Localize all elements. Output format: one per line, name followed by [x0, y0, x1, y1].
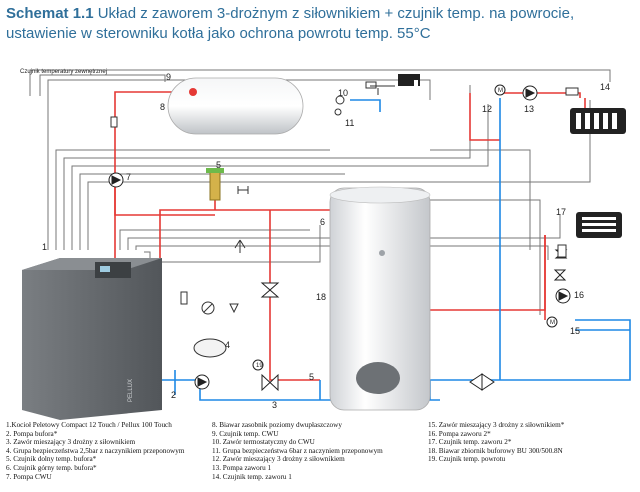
legend-item: 8. Biawar zasobnik poziomy dwupłaszczowy	[212, 421, 342, 429]
legend-item: 9. Czujnik temp. CWU	[212, 429, 279, 438]
legend-item: 13. Pompa zaworu 1	[212, 463, 272, 472]
legend-item: 3. Zawór mieszający 3 drożny z siłowniki…	[6, 438, 136, 447]
dhw-tank	[167, 77, 304, 135]
buffer-tank	[329, 186, 431, 411]
legend-col-3: 15. Zawór mieszający 3 drożny z siłownik…	[428, 421, 564, 464]
radiator-lower	[576, 212, 622, 238]
label-5b: 5	[309, 372, 314, 382]
label-1: 1	[42, 242, 47, 252]
label-11: 11	[345, 118, 354, 128]
radiator-upper	[570, 108, 626, 134]
legend-col-1: 1.Kocioł Peletowy Compact 12 Touch / Pel…	[6, 421, 184, 481]
legend-item: 6. Czujnik górny temp. bufora*	[6, 463, 97, 472]
legend-item: 18. Biawar zbiornik buforowy BU 300/500.…	[428, 446, 563, 455]
motor-label: M	[550, 320, 555, 326]
legend-item: 17. Czujnik temp. zaworu 2*	[428, 438, 512, 447]
outdoor-sensor-label: Czujnik temperatury zewnętrznej	[20, 69, 107, 75]
label-9: 9	[166, 72, 171, 82]
legend-col-2: 8. Biawar zasobnik poziomy dwupłaszczowy…	[212, 421, 383, 481]
legend-item: 16. Pompa zaworu 2*	[428, 429, 491, 438]
label-10: 10	[338, 88, 348, 98]
label-15: 15	[570, 326, 580, 336]
title-rest: Układ z zaworem 3-drożnym z siłownikiem …	[6, 5, 575, 42]
legend-item: 4. Grupa bezpieczeństwa 2,5bar z naczyni…	[6, 446, 185, 455]
label-18: 18	[316, 292, 326, 302]
motor-label: M	[498, 88, 503, 94]
legend-item: 11. Grupa bezpieczeństwa 6bar z naczynie…	[212, 446, 383, 455]
motor-label: 19	[256, 363, 263, 369]
label-17: 17	[556, 207, 566, 217]
legend-item: 12. Zawór mieszający 3 drożny z siłownik…	[212, 455, 345, 464]
boiler-brand: PELLUX	[128, 379, 134, 402]
hydraulic-diagram: PELLUX 19 M M	[20, 69, 631, 420]
legend-item: 2. Pompa bufora*	[6, 429, 58, 438]
label-13: 13	[524, 104, 534, 114]
pump-icon	[108, 85, 571, 390]
page-title: Schemat 1.1 Układ z zaworem 3-drożnym z …	[6, 4, 634, 44]
legend-item: 7. Pompa CWU	[6, 472, 52, 481]
motor-icon	[252, 84, 558, 371]
legend-item: 15. Zawór mieszający 3 drożny z siłownik…	[428, 421, 565, 429]
sensor-icon	[110, 87, 579, 305]
label-5: 5	[216, 160, 221, 170]
boiler: PELLUX	[22, 258, 162, 420]
legend-item: 10. Zawór termostatyczny do CWU	[212, 438, 315, 447]
legend-item: 14. Czujnik temp. zaworu 1	[212, 472, 292, 481]
label-6: 6	[320, 217, 325, 227]
label-7: 7	[126, 172, 131, 182]
legend-item: 1.Kocioł Peletowy Compact 12 Touch / Pel…	[6, 421, 172, 429]
drain-icon	[234, 239, 246, 253]
label-4: 4	[225, 340, 230, 350]
thermostatic-valve	[206, 168, 249, 201]
expansion-vessel	[193, 301, 239, 358]
legend-item: 5. Czujnik dolny temp. bufora*	[6, 455, 97, 464]
label-3: 3	[272, 400, 277, 410]
title-bold: Schemat 1.1	[6, 5, 94, 22]
legend-item: 19. Czujnik temp. powrotu	[428, 455, 506, 464]
label-14: 14	[600, 82, 610, 92]
label-16: 16	[574, 290, 584, 300]
supply-pipes	[114, 91, 586, 381]
label-8: 8	[160, 102, 165, 112]
safety-group	[334, 81, 395, 116]
label-2: 2	[171, 390, 176, 400]
faucet-icon	[398, 74, 420, 86]
label-12: 12	[482, 104, 492, 114]
